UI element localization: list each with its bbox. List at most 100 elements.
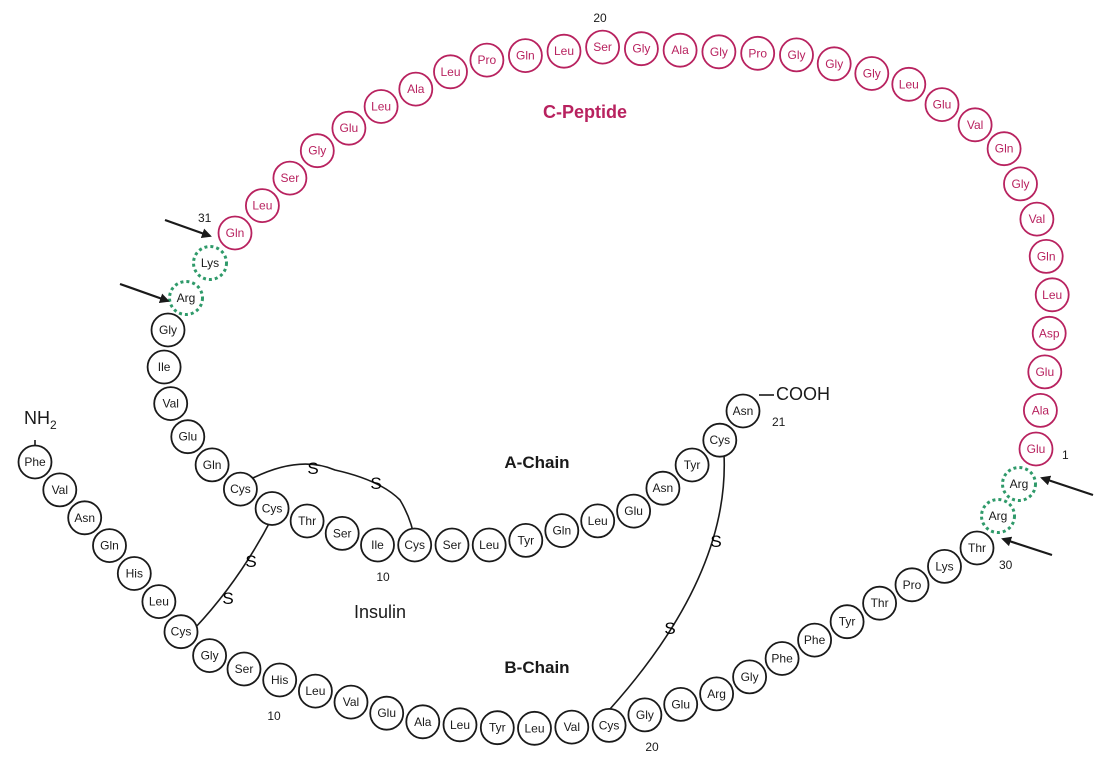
residue-circle <box>299 133 335 169</box>
residue-circle <box>168 280 204 316</box>
residue-circle <box>331 110 367 146</box>
residue-circle <box>616 493 651 529</box>
residue-circle <box>674 447 710 483</box>
a-chain-residue: Val <box>153 386 189 422</box>
residue-circle <box>289 503 325 539</box>
residue-label: Gln <box>516 49 535 63</box>
residue-circle <box>891 66 927 102</box>
arrow-icon <box>164 218 212 239</box>
residue-circle <box>369 695 405 731</box>
c-peptide-residue: Val <box>1019 201 1055 237</box>
residue-circle <box>471 527 507 563</box>
b-chain-residue: Phe <box>17 444 53 480</box>
residue-label: Gln <box>552 524 571 538</box>
residue-circle <box>927 549 962 584</box>
residue-circle <box>701 34 737 70</box>
residue-circle <box>862 585 897 621</box>
residue-circle <box>740 35 776 71</box>
residue-circle <box>546 33 582 69</box>
residue-circle <box>1031 315 1067 351</box>
residue-circle <box>192 245 228 281</box>
residue-circle <box>1034 277 1070 313</box>
residue-label: Glu <box>624 504 643 518</box>
residue-circle <box>442 707 478 743</box>
b-chain-residue: Gly <box>627 697 663 733</box>
residue-label: Gly <box>825 57 843 71</box>
residue-circle <box>324 516 360 551</box>
residue-circle <box>153 386 189 422</box>
residue-label: Gly <box>159 323 177 337</box>
residue-circle <box>585 29 620 65</box>
residue-circle <box>397 527 433 563</box>
residue-label: Pro <box>478 53 497 67</box>
b-chain-residue: Tyr <box>829 604 865 640</box>
residue-circle <box>1028 238 1064 274</box>
residue-circle <box>146 349 182 385</box>
residue-label: Asp <box>1039 326 1060 340</box>
b-chain-residue: Gln <box>92 528 127 563</box>
residue-label: Gly <box>636 708 654 722</box>
residue-circle <box>645 470 681 506</box>
residue-label: Ala <box>1032 403 1050 417</box>
a-chain-residue: Leu <box>580 503 616 539</box>
residue-label: Tyr <box>684 458 701 472</box>
residue-circle <box>764 641 800 676</box>
c-peptide-residue: Gly <box>1003 166 1038 202</box>
b-chain-residue: Pro <box>894 567 930 603</box>
a-chain-number-10: 10 <box>376 570 390 584</box>
residue-label: Tyr <box>489 721 506 735</box>
b-chain-residue: His <box>262 662 298 698</box>
b-cleavage-residue: Arg <box>1001 466 1037 502</box>
residue-label: Ser <box>281 171 300 185</box>
residue-circle <box>141 584 177 619</box>
c-peptide-residue: Glu <box>1027 354 1063 390</box>
residue-circle <box>163 614 199 650</box>
b-chain-residue: Gly <box>732 659 767 695</box>
residue-label: Pro <box>903 578 922 592</box>
residue-label: Ser <box>333 526 352 540</box>
disulfide-a7-b7 <box>194 517 273 629</box>
residue-label: Gln <box>100 539 119 553</box>
b-chain-residue: Cys <box>163 614 199 650</box>
a-chain-residue: Ile <box>360 527 395 563</box>
residue-label: Tyr <box>839 615 856 629</box>
b-chain-residue: Ser <box>226 651 262 687</box>
residue-label: Leu <box>440 65 460 79</box>
residue-circle <box>663 687 699 722</box>
b-chain: PheValAsnGlnHisLeuCysGlySerHisLeuValGluA… <box>17 444 995 746</box>
a-cleavage-residue: Lys <box>192 245 228 281</box>
residue-label: Cys <box>599 718 620 732</box>
c-peptide-residue: Ser <box>585 29 620 65</box>
residue-circle <box>797 622 832 658</box>
c-peptide-number-20: 20 <box>593 11 607 25</box>
c-peptide-residue: Asp <box>1031 315 1067 351</box>
c-peptide-residue: Gln <box>508 38 543 73</box>
nh2-text: NH <box>24 408 50 428</box>
s-label: S <box>245 552 256 571</box>
residue-circle <box>116 556 152 591</box>
residue-label: Gly <box>710 45 728 59</box>
c-peptide-number-1: 1 <box>1062 448 1069 462</box>
c-peptide-residue: Ala <box>1023 392 1058 428</box>
residue-label: Val <box>967 118 983 132</box>
residue-label: Ser <box>443 538 462 552</box>
residue-circle <box>360 527 395 563</box>
residue-circle <box>580 503 616 539</box>
cleavage-arrows <box>119 218 1094 557</box>
residue-label: Ala <box>407 82 425 96</box>
arrow-icon <box>119 282 170 304</box>
residue-label: Leu <box>554 44 574 58</box>
b-chain-residue: Val <box>42 472 78 508</box>
a-chain-residue: Ser <box>434 527 470 563</box>
residue-label: Lys <box>935 559 953 573</box>
disulfide-a20-b19 <box>599 453 726 721</box>
b-chain-residue: Thr <box>959 530 995 566</box>
c-peptide-residue: Gly <box>779 37 814 73</box>
residue-circle <box>662 32 698 68</box>
residue-label: Tyr <box>517 533 534 547</box>
residue-label: Asn <box>74 511 95 525</box>
residue-numbers: 20 1 31 10 21 10 20 30 <box>198 11 1069 754</box>
